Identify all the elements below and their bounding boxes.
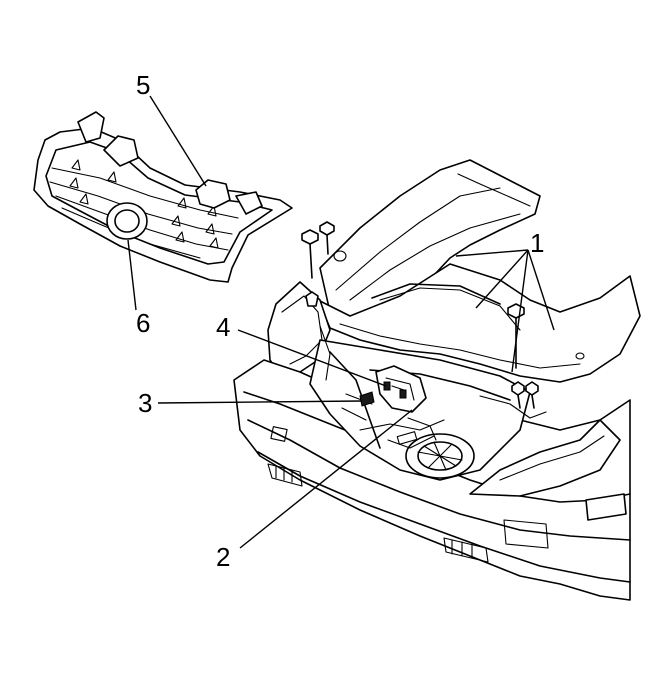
bolt-d xyxy=(511,381,525,409)
radiator-grille xyxy=(33,111,293,283)
bolt-a xyxy=(301,229,319,279)
callout-3: 3 xyxy=(138,388,152,418)
callout-5: 5 xyxy=(136,70,150,100)
callout-labels: 1 2 3 4 5 6 xyxy=(136,70,544,572)
upper-radiator-cover xyxy=(317,159,641,383)
retainer-clip xyxy=(305,291,319,307)
callout-4: 4 xyxy=(216,312,230,342)
callout-6: 6 xyxy=(136,308,150,338)
vehicle-front-end xyxy=(233,281,631,601)
bolt-e xyxy=(525,381,539,409)
callout-2: 2 xyxy=(216,542,230,572)
callout-leaders xyxy=(127,95,555,549)
callout-1: 1 xyxy=(530,228,544,258)
bolt-b xyxy=(319,221,335,255)
